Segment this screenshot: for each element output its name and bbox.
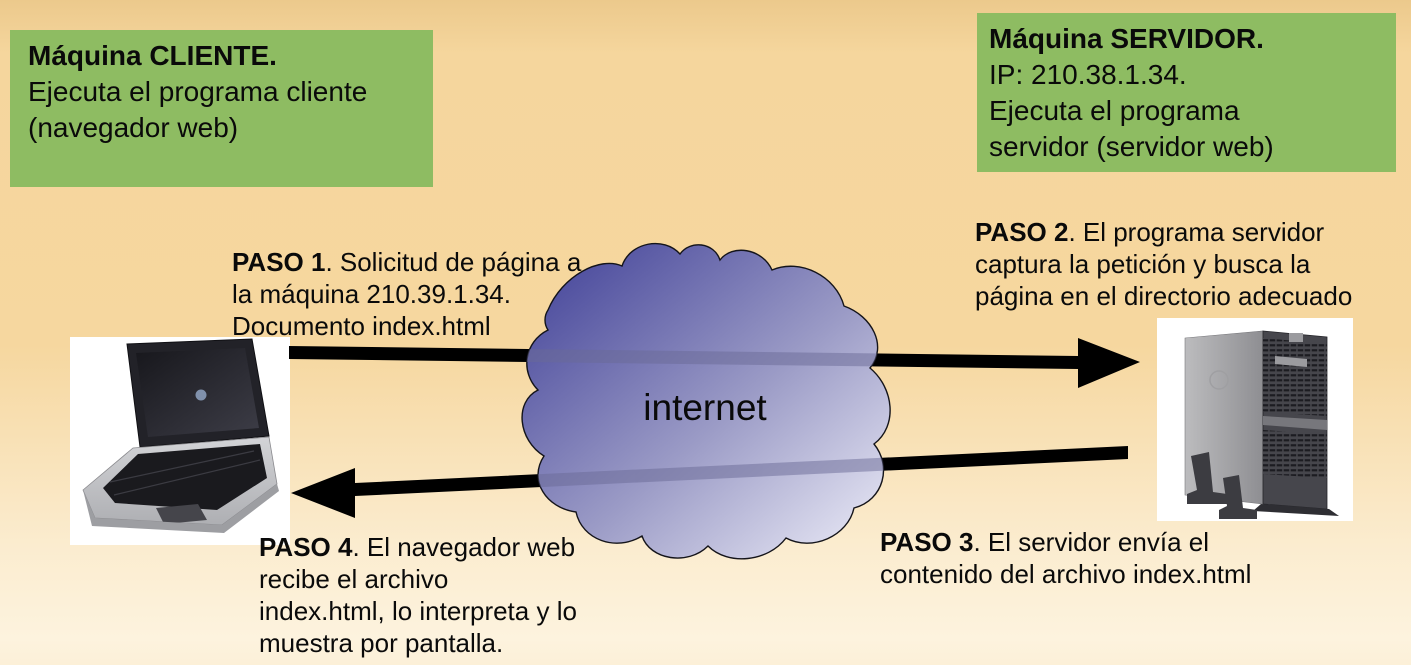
- text-line: PASO 4. El navegador web: [259, 532, 576, 562]
- step-4-text: PASO 4. El navegador web recibe el archi…: [259, 531, 649, 659]
- step-2-label: PASO 2: [975, 217, 1069, 247]
- hp-logo-icon: [195, 389, 207, 401]
- text-line: PASO 2. El programa servidor: [975, 217, 1325, 247]
- text-line: recibe el archivo: [259, 564, 449, 594]
- text-line: Documento index.html: [232, 311, 491, 341]
- text-line: (navegador web): [28, 112, 239, 143]
- server-tower-image: [1157, 318, 1353, 521]
- response-arrow: [291, 446, 1128, 518]
- step-1-label: PASO 1: [232, 247, 326, 277]
- text-line: captura la petición y busca la: [975, 249, 1311, 279]
- step-3-label: PASO 3: [880, 527, 974, 557]
- step-3-text: PASO 3. El servidor envía el contenido d…: [880, 526, 1370, 590]
- text-line: Ejecuta el programa: [989, 95, 1240, 126]
- server-box-title: Máquina SERVIDOR.: [989, 23, 1264, 54]
- text-line: página en el directorio adecuado: [975, 281, 1353, 311]
- text-line: muestra por pantalla.: [259, 628, 504, 658]
- arrow-bands-through-cloud: [522, 338, 891, 518]
- text-line: PASO 1. Solicitud de página a: [232, 247, 582, 277]
- text-line: PASO 3. El servidor envía el: [880, 527, 1209, 557]
- text-line: contenido del archivo index.html: [880, 559, 1252, 589]
- text-line: la máquina 210.39.1.34.: [232, 279, 511, 309]
- step-2-text: PASO 2. El programa servidor captura la …: [975, 216, 1411, 312]
- client-laptop-image: [70, 337, 290, 545]
- server-machine-box: Máquina SERVIDOR. IP: 210.38.1.34. Ejecu…: [977, 13, 1396, 172]
- hp-side-logo-icon: [1209, 370, 1229, 390]
- text-line: IP: 210.38.1.34.: [989, 59, 1187, 90]
- step-4-label: PASO 4: [259, 532, 353, 562]
- client-box-title: Máquina CLIENTE.: [28, 40, 277, 71]
- internet-label: internet: [643, 387, 767, 428]
- text-line: Ejecuta el programa cliente: [28, 76, 368, 107]
- step-1-text: PASO 1. Solicitud de página a la máquina…: [232, 246, 652, 342]
- text-line: index.html, lo interpreta y lo: [259, 596, 577, 626]
- client-machine-box: Máquina CLIENTE. Ejecuta el programa cli…: [10, 30, 433, 187]
- text-line: servidor (servidor web): [989, 131, 1274, 162]
